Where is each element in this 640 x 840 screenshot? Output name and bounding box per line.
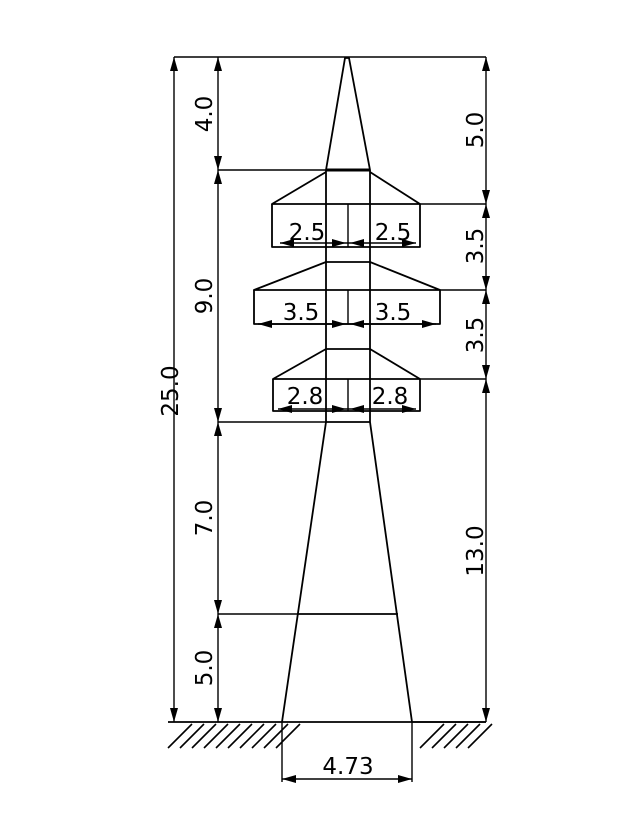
arrowhead (214, 600, 222, 614)
hatch-stroke (239, 723, 265, 749)
crossarm-1-box (271, 204, 421, 248)
dim-right-bottom: 13.0 (463, 525, 489, 576)
arrowhead (214, 614, 222, 628)
arrowhead (482, 204, 490, 218)
base-dimension: 4.73 (281, 722, 413, 782)
dim-left-crossarm-zone: 9.0 (192, 278, 218, 315)
dim-base-width: 4.73 (322, 754, 373, 780)
arrowhead (482, 365, 490, 379)
arrowhead (482, 57, 490, 71)
hatch-stroke (443, 723, 469, 749)
arrowhead (402, 239, 416, 247)
hatch-stroke (455, 723, 481, 749)
arrowhead (350, 239, 364, 247)
arrowhead (258, 320, 272, 328)
arrowhead (332, 320, 346, 328)
dimension-arrows (170, 57, 490, 783)
arrowhead (350, 320, 364, 328)
arrowhead (214, 156, 222, 170)
arrowhead (332, 405, 346, 413)
arrowhead (280, 239, 294, 247)
ground-hatch (167, 723, 493, 749)
hatch-stroke (191, 723, 217, 749)
dim-right-gap-1: 3.5 (463, 228, 489, 265)
arrowhead (282, 775, 296, 783)
crossarm-1 (271, 171, 421, 248)
lower-left-leg (281, 421, 327, 723)
dim-right-top: 5.0 (463, 112, 489, 149)
crossarm-dimensions: 2.5 2.5 3.5 3.5 2.8 2.8 (258, 220, 436, 410)
crossarm-3-top (272, 348, 421, 380)
crossarm-1-top (271, 171, 421, 205)
dim-left-top: 4.0 (192, 96, 218, 133)
arrowhead (214, 422, 222, 436)
arrowhead (170, 57, 178, 71)
tower-spire (325, 57, 371, 171)
hatch-stroke (431, 723, 457, 749)
dim-arm3-left: 2.8 (287, 384, 324, 410)
dim-left-bottom: 5.0 (192, 650, 218, 687)
crossarm-2-top (253, 261, 441, 291)
hatch-stroke (263, 723, 289, 749)
arrowhead (332, 239, 346, 247)
arrowhead (422, 320, 436, 328)
arrowhead (482, 379, 490, 393)
dim-arm1-left: 2.5 (289, 220, 326, 246)
dim-right-gap-2: 3.5 (463, 317, 489, 354)
hatch-stroke (251, 723, 277, 749)
left-dimensions: 25.0 4.0 9.0 7.0 5.0 (158, 56, 486, 722)
dim-total-height: 25.0 (158, 365, 184, 416)
arrowhead (350, 405, 364, 413)
dim-arm2-right: 3.5 (375, 300, 412, 326)
arrowhead (398, 775, 412, 783)
arrowhead (402, 405, 416, 413)
lower-right-leg (369, 421, 413, 723)
hatch-stroke (179, 723, 205, 749)
arrowhead (214, 57, 222, 71)
hatch-stroke (467, 723, 493, 749)
arrowhead (214, 170, 222, 184)
hatch-stroke (203, 723, 229, 749)
right-dimensions: 5.0 3.5 3.5 13.0 (412, 57, 489, 723)
hatch-stroke (167, 723, 193, 749)
crossarm-3 (272, 348, 421, 412)
dim-arm2-left: 3.5 (283, 300, 320, 326)
dim-left-middle: 7.0 (192, 500, 218, 537)
arrowhead (482, 708, 490, 722)
arrowhead (214, 408, 222, 422)
crossarm-3-box (272, 379, 421, 412)
arrowhead (278, 405, 292, 413)
arrowhead (482, 190, 490, 204)
hatch-stroke (227, 723, 253, 749)
arrowhead (170, 708, 178, 722)
arrowhead (214, 708, 222, 722)
arrowhead (482, 276, 490, 290)
arrowhead (482, 290, 490, 304)
hatch-stroke (419, 723, 445, 749)
hatch-stroke (215, 723, 241, 749)
hatch-stroke (275, 723, 301, 749)
